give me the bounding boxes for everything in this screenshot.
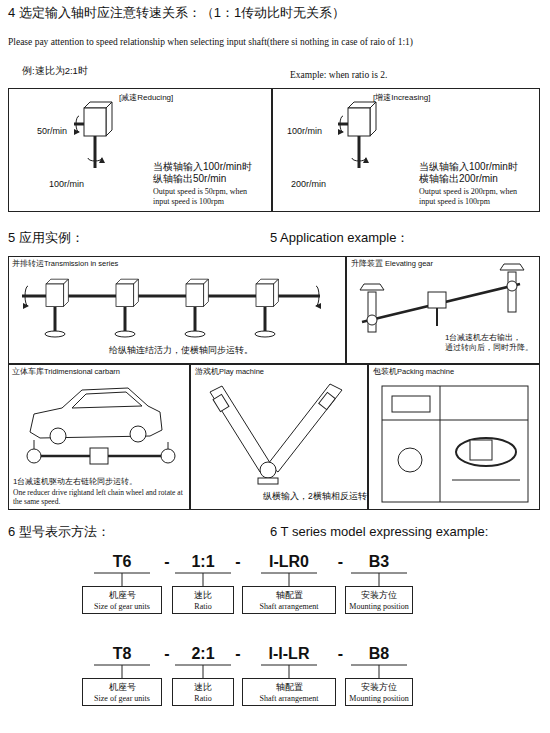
panel-caption-en: One reducer drive rightand left chain wh…: [13, 488, 187, 506]
gearbox-increasing: [338, 102, 376, 168]
code-dash: -: [235, 552, 240, 571]
panel-note-en: Output speed is 200rpm, when input speed…: [419, 187, 533, 206]
gearbox-reducing: [74, 102, 112, 168]
section-heading: 5 Application example：: [270, 230, 409, 246]
field-name-en: Shaft arrangement: [260, 694, 319, 704]
panel-title: 游戏机Play machine: [195, 367, 264, 376]
code-dash: -: [164, 644, 169, 663]
field-name-zh: 轴配置: [276, 590, 303, 601]
field-name-zh: 速比: [194, 590, 212, 601]
play-machine-drawing: [210, 384, 342, 484]
panel-caption: 给纵轴连结活力，使横轴同步运转。: [109, 345, 253, 356]
section-heading: 6 T series model expressing example:: [270, 524, 488, 540]
field-name-en: Mounting position: [349, 602, 408, 612]
ratio-panel: [减速Reducing] 50r/min 100r/min 当横轴输入100r/min…: [8, 88, 272, 212]
field-name-en: Size of gear units: [94, 694, 150, 704]
leader-line: [122, 573, 123, 586]
panel-caption: 1台减速机左右输出， 通过转向后，同时升降。: [445, 333, 537, 352]
field-name-en: Shaft arrangement: [260, 602, 319, 612]
panel-title: [减速Reducing]: [119, 93, 173, 103]
speed-label: 50r/min: [37, 126, 67, 137]
field-box: 机座号Size of gear units: [82, 678, 162, 706]
field-name-zh: 机座号: [109, 682, 136, 693]
field-name-zh: 安装方位: [361, 590, 397, 601]
panel-caption: 1台减速机驱动左右链轮同步运转。: [13, 477, 137, 487]
field-name-en: Mounting position: [349, 694, 408, 704]
code-value: T8: [113, 644, 132, 663]
example-note: Example: when ratio is 2.: [290, 70, 387, 81]
field-name-zh: 速比: [194, 682, 212, 693]
field-name-zh: 机座号: [109, 590, 136, 601]
example-panel: 游戏机Play machine 纵横输入，2横轴相反运转: [190, 364, 368, 510]
code-value: I-LR0: [269, 552, 309, 571]
car-park-drawing: [27, 388, 175, 464]
field-box: 速比Ratio: [172, 586, 234, 614]
code-value: B3: [369, 552, 389, 571]
example-note: 例:速比为2:1时: [22, 65, 88, 76]
section-heading: 6 型号表示方法：: [8, 524, 110, 540]
leader-line: [289, 573, 290, 586]
field-box: 轴配置Shaft arrangement: [242, 678, 336, 706]
panel-note-en: Output speed is 50rpm, when input speed …: [153, 187, 265, 206]
panel-title: 包装机Packing machine: [373, 367, 454, 376]
code-dash: -: [164, 552, 169, 571]
section-note: Please pay attention to speed relationsh…: [8, 37, 544, 48]
section-heading: 4 选定输入轴时应注意转速关系：（1：1传动比时无关系）: [8, 5, 345, 21]
code-dash: -: [338, 644, 343, 663]
ratio-panel: [增速Increasing] 100r/min 200r/min 当纵轴输入100r/…: [272, 88, 540, 212]
elevating-gear-drawing: [360, 264, 524, 332]
leader-line: [379, 665, 380, 678]
field-box: 机座号Size of gear units: [82, 586, 162, 614]
panel-note-zh: 当横轴输入100r/min时 纵轴输出50r/min: [153, 161, 265, 185]
code-value: 2:1: [191, 644, 214, 663]
field-name-zh: 轴配置: [276, 682, 303, 693]
speed-label: 100r/min: [49, 179, 84, 190]
field-box: 轴配置Shaft arrangement: [242, 586, 336, 614]
code-value: T6: [113, 552, 132, 571]
code-value: B8: [369, 644, 389, 663]
section-heading: 5 应用实例：: [8, 230, 84, 246]
series-transmission-drawing: [22, 279, 320, 337]
example-panel: 升降装置 Elevating gear 1台减速机左右输出， 通过转向后，同时升降…: [346, 256, 540, 364]
code-value: 1:1: [191, 552, 214, 571]
field-name-en: Size of gear units: [94, 602, 150, 612]
field-box: 安装方位Mounting position: [345, 586, 413, 614]
leader-line: [379, 573, 380, 586]
field-name-en: Ratio: [194, 602, 211, 612]
example-panel: 并排转运Transmission in series 给纵轴连结活力，使横轴同步运…: [8, 256, 346, 364]
packing-machine-drawing: [382, 386, 528, 502]
code-dash: -: [338, 552, 343, 571]
code-value: I-I-LR: [269, 644, 310, 663]
panel-caption: 纵横输入，2横轴相反运转: [263, 491, 367, 501]
example-panel: 立体车库Tridimensional carbarn 1台减速机驱动左右链轮同步运…: [8, 364, 190, 510]
panel-title: 升降装置 Elevating gear: [351, 259, 433, 268]
field-box: 安装方位Mounting position: [345, 678, 413, 706]
field-name-zh: 安装方位: [361, 682, 397, 693]
example-panel: 包装机Packing machine: [368, 364, 540, 510]
field-box: 速比Ratio: [172, 678, 234, 706]
speed-label: 100r/min: [287, 126, 322, 137]
leader-line: [122, 665, 123, 678]
code-dash: -: [235, 644, 240, 663]
panel-title: 并排转运Transmission in series: [12, 259, 118, 268]
leader-line: [203, 573, 204, 586]
panel-title: 立体车库Tridimensional carbarn: [12, 367, 120, 376]
field-name-en: Ratio: [194, 694, 211, 704]
speed-label: 200r/min: [291, 179, 326, 190]
panel-title: [增速Increasing]: [373, 93, 430, 103]
leader-line: [203, 665, 204, 678]
panel-note-zh: 当纵轴输入100r/min时 横轴输出200r/min: [419, 161, 535, 185]
leader-line: [289, 665, 290, 678]
